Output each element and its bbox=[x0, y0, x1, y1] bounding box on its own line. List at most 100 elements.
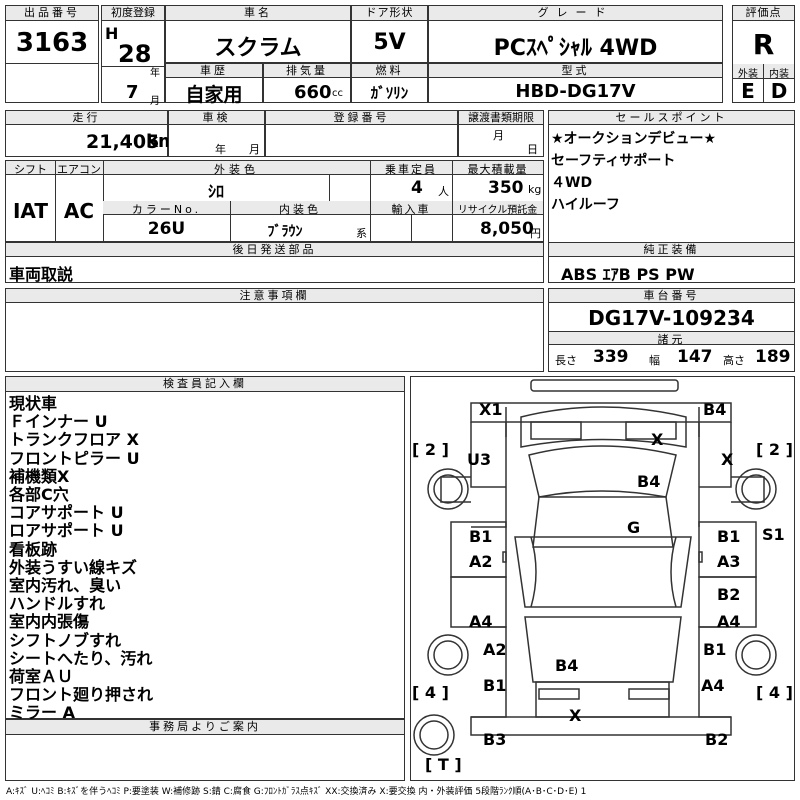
caution-box: 注意事項欄 bbox=[5, 288, 544, 372]
note-line: フロント廻り押され bbox=[9, 685, 154, 705]
mark-right-rear-fender-top: B1 bbox=[703, 640, 727, 659]
displacement-header: 排気量 bbox=[264, 64, 350, 78]
mileage-box: 走行 21,405 km bbox=[5, 110, 177, 157]
note-line: ハンドルすれ bbox=[9, 594, 106, 614]
mark-right-rear-door-bottom: A4 bbox=[717, 612, 741, 631]
car-name: スクラム bbox=[214, 36, 302, 61]
width: 147 bbox=[677, 347, 713, 367]
dims-header: 諸元 bbox=[657, 333, 686, 346]
interior-grade: D bbox=[770, 79, 788, 103]
max-load: 350 bbox=[488, 178, 524, 198]
lot-number: 3163 bbox=[15, 28, 89, 58]
transfer-month-unit: 月 bbox=[493, 129, 504, 142]
mark-front-left-corner: X1 bbox=[479, 400, 503, 419]
mark-right-front-door-top: B1 bbox=[717, 527, 741, 546]
mark-left-rear-fender-top: A2 bbox=[483, 640, 507, 659]
width-label: 幅 bbox=[649, 354, 660, 367]
car-diagram: X1 B4 X U3 X B4 G B1 A2 B1 A3 S1 B2 A4 A… bbox=[410, 376, 795, 781]
car-name-box: 車名 スクラム bbox=[165, 5, 351, 63]
mark-front-right-corner: B4 bbox=[703, 400, 727, 419]
score-header: 評価点 bbox=[733, 6, 794, 21]
genuine: ABS ｴｱB PS PW bbox=[561, 265, 695, 284]
note-line: 各部C穴 bbox=[9, 485, 69, 505]
box-label-front-left: [ 2 ] bbox=[412, 440, 449, 459]
mark-right-rear-fender-bottom: A4 bbox=[701, 676, 725, 695]
mark-roof: B4 bbox=[637, 472, 661, 491]
inspection-box: 車検 年 月 bbox=[168, 110, 265, 157]
year-unit: 年 bbox=[150, 68, 160, 79]
mark-right-step: S1 bbox=[762, 525, 785, 544]
mark-left-front-door-top: B1 bbox=[469, 527, 493, 546]
era: H bbox=[105, 24, 119, 43]
door-box: ドア形状 5V bbox=[351, 5, 428, 63]
inspection-header: 車検 bbox=[169, 111, 264, 125]
length: 339 bbox=[593, 347, 629, 367]
note-line: トランクフロア X bbox=[9, 430, 139, 450]
model: HBD-DG17V bbox=[515, 81, 636, 102]
note-line: ミラー A bbox=[9, 703, 75, 723]
sales-point-item: ★オークションデビュー★ bbox=[551, 131, 717, 147]
inspector-notes-list: 現状車 Ｆインナー U トランクフロア X フロントピラー U 補機類X 各部C… bbox=[9, 394, 154, 723]
sales-point-box: セールスポイント ★オークションデビュー★ セーフティサポート ４WD ハイルー… bbox=[548, 110, 795, 243]
shift: IAT bbox=[12, 199, 48, 223]
transfer-box: 譲渡書類期限 月 日 bbox=[458, 110, 544, 157]
mark-right-front-fender: X bbox=[721, 450, 734, 469]
chassis: DG17V-109234 bbox=[588, 306, 755, 330]
note-line: 荷室ＡＵ bbox=[9, 667, 74, 687]
note-line: 現状車 bbox=[9, 394, 58, 413]
note-line: 看板跡 bbox=[9, 539, 58, 559]
doors: 5V bbox=[373, 30, 406, 55]
note-line: Ｆインナー U bbox=[9, 412, 108, 432]
transfer-day-unit: 日 bbox=[527, 143, 538, 156]
score: R bbox=[752, 28, 775, 61]
box-label-spare: [ T ] bbox=[425, 755, 462, 774]
office-header: 事務局よりご案内 bbox=[6, 720, 404, 735]
color-no: 26U bbox=[147, 219, 186, 239]
reg-no-header: 登録番号 bbox=[266, 111, 457, 125]
car-name-header: 車名 bbox=[166, 6, 350, 21]
later-parts: 車両取説 bbox=[9, 265, 74, 284]
int-color: ﾌﾞﾗｳﾝ bbox=[267, 224, 303, 240]
aircon-header: エアコン bbox=[57, 163, 101, 176]
note-line: 外装うすい線キズ bbox=[9, 557, 138, 577]
box-label-rear-left: [ 4 ] bbox=[412, 683, 449, 702]
ext-color: ｼﾛ bbox=[207, 182, 224, 201]
ext-color-header: 外装色 bbox=[214, 163, 259, 176]
mark-left-rear-fender-bottom: B1 bbox=[483, 676, 507, 695]
exterior-grade: E bbox=[741, 79, 755, 103]
mark-floor: G bbox=[627, 518, 641, 537]
recycle-unit: 円 bbox=[530, 227, 541, 240]
capacity: 4 bbox=[411, 178, 423, 198]
mileage-header: 走行 bbox=[6, 111, 167, 125]
model-box: 型式 HBD-DG17V bbox=[428, 63, 723, 103]
note-line: 補機類X bbox=[9, 466, 70, 486]
int-color-suffix: 系 bbox=[356, 227, 367, 240]
mark-rear-right-corner: B2 bbox=[705, 730, 729, 749]
chassis-box: 車台番号 DG17V-109234 諸元 長さ 339 幅 147 高さ 189 bbox=[548, 288, 795, 372]
color-no-header: カラーNo. bbox=[131, 203, 202, 216]
shift-header: シフト bbox=[14, 163, 47, 176]
box-label-front-right: [ 2 ] bbox=[756, 440, 793, 459]
fuel-box: 燃料 ｶﾞｿﾘﾝ bbox=[351, 63, 428, 103]
mark-rear-window: X bbox=[569, 706, 582, 725]
caution-header: 注意事項欄 bbox=[6, 289, 543, 303]
model-header: 型式 bbox=[429, 64, 722, 78]
lot-box: 出品番号 3163 bbox=[5, 5, 99, 103]
genuine-header: 純正装備 bbox=[549, 243, 794, 257]
later-parts-header: 後日発送部品 bbox=[6, 243, 543, 257]
note-line: コアサポート U bbox=[9, 503, 124, 523]
reg-no-box: 登録番号 bbox=[265, 110, 458, 157]
mark-left-front-door-bottom: A2 bbox=[469, 552, 493, 571]
note-line: フロントピラー U bbox=[9, 448, 140, 468]
height: 189 bbox=[755, 347, 791, 367]
note-line: ロアサポート U bbox=[9, 521, 124, 541]
month-unit: 月 bbox=[150, 96, 160, 107]
displacement-unit: cc bbox=[332, 88, 343, 99]
grade: PCｽﾍﾟｼｬﾙ 4WD bbox=[493, 36, 658, 61]
legend: A:ｷｽﾞ U:ﾍｺﾐ B:ｷｽﾞを伴うﾍｺﾐ P:要塗装 W:補修跡 S:錆 … bbox=[6, 787, 587, 797]
chassis-header: 車台番号 bbox=[549, 289, 794, 303]
max-load-unit: kg bbox=[528, 183, 542, 196]
note-line: 室内内張傷 bbox=[9, 612, 90, 632]
lot-header: 出品番号 bbox=[6, 6, 98, 21]
inspection-year-unit: 年 bbox=[215, 143, 226, 156]
